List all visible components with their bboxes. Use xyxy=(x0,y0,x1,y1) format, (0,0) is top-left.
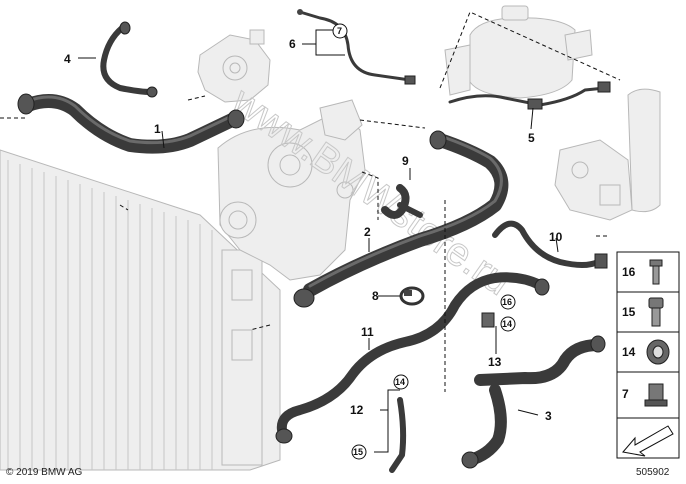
callout-circle-14a: 14 xyxy=(502,319,512,329)
callout-5: 5 xyxy=(528,131,535,145)
diagram-id: 505902 xyxy=(636,467,670,478)
direction-arrow-icon xyxy=(622,425,674,457)
callout-circle-15: 15 xyxy=(353,447,363,457)
callout-2: 2 xyxy=(364,225,371,239)
callout-6: 6 xyxy=(289,37,296,51)
hose-1 xyxy=(17,93,245,154)
expansion-tank xyxy=(444,5,593,99)
callout-circle-7: 7 xyxy=(337,26,342,36)
oil-filter-housing xyxy=(554,88,661,221)
callout-13: 13 xyxy=(488,355,502,369)
callouts: 1 2 3 4 5 6 8 9 10 11 12 13 7 16 14 14 1… xyxy=(64,23,563,460)
callout-12: 12 xyxy=(350,403,364,417)
clip-7-icon xyxy=(644,383,668,407)
hose-4 xyxy=(100,21,158,98)
clamp-8 xyxy=(399,286,425,306)
panel-label-14: 14 xyxy=(622,345,636,359)
radiator xyxy=(0,149,281,471)
reference-lines xyxy=(0,11,621,392)
callout-11: 11 xyxy=(361,325,374,339)
hose-11 xyxy=(275,272,550,444)
callout-circle-16: 16 xyxy=(502,297,512,307)
callout-8: 8 xyxy=(372,289,379,303)
callout-10: 10 xyxy=(549,230,563,244)
callout-circle-14b: 14 xyxy=(395,377,405,387)
clip-14-icon xyxy=(646,339,670,365)
callout-1: 1 xyxy=(154,122,161,136)
bracket-13 xyxy=(481,312,495,328)
engine-water-pump xyxy=(217,99,366,281)
leader-lines xyxy=(78,29,559,453)
hose-3 xyxy=(461,335,606,469)
panel-label-7: 7 xyxy=(622,387,629,401)
hose-2 xyxy=(293,130,509,308)
parts-panel: 16 15 14 7 xyxy=(616,251,680,459)
hose-5 xyxy=(448,81,611,110)
hose-6 xyxy=(297,9,416,85)
panel-label-16: 16 xyxy=(622,265,636,279)
thermostat-housing xyxy=(197,29,271,103)
bolt-16-icon xyxy=(649,259,663,285)
pipe-12 xyxy=(389,397,407,473)
copyright: © 2019 BMW AG xyxy=(6,467,83,478)
hose-10 xyxy=(492,220,608,269)
callout-4: 4 xyxy=(64,52,71,66)
bolt-15-icon xyxy=(648,297,664,327)
hose-9 xyxy=(381,184,423,219)
panel-label-15: 15 xyxy=(622,305,636,319)
callout-9: 9 xyxy=(402,154,409,168)
callout-3: 3 xyxy=(545,409,552,423)
